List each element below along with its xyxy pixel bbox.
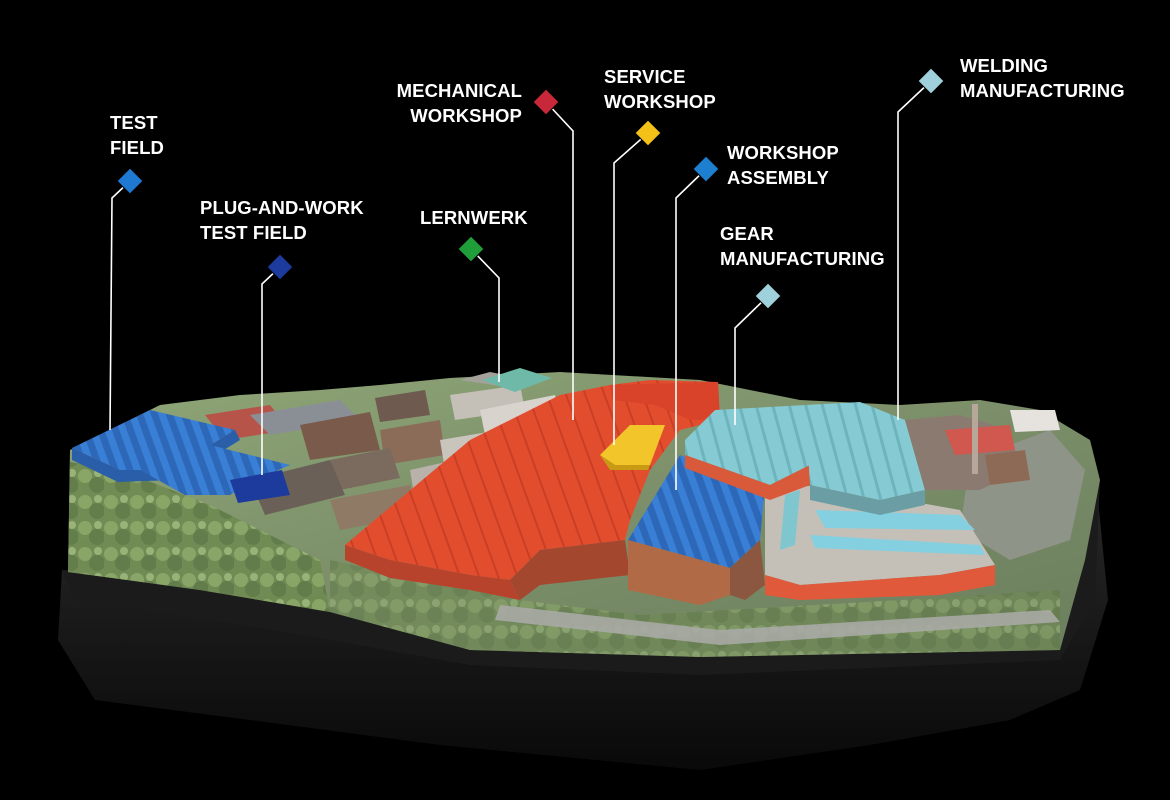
marker-test-field-icon [116,167,144,195]
marker-service-workshop-icon [634,119,662,147]
leader-lernwerk [470,248,500,382]
industrial-yard [905,404,1060,490]
label-welding-manufacturing: WELDING MANUFACTURING [960,53,1125,103]
marker-gear-manufacturing-icon [754,282,782,310]
gear-welding-zone [685,402,925,515]
label-workshop-assembly-line-1: WORKSHOP [727,142,839,163]
marker-plug-and-work-test-field-icon [266,253,294,281]
label-gear-manufacturing-line-1: GEAR [720,223,774,244]
label-welding-manufacturing-line-2: MANUFACTURING [960,80,1125,101]
label-service-workshop-line-1: SERVICE [604,66,686,87]
label-test-field-line-1: TEST [110,112,158,133]
grey-hall [765,485,995,600]
label-service-workshop: SERVICE WORKSHOP [604,64,716,114]
label-workshop-assembly-line-2: ASSEMBLY [727,167,829,188]
terrain-base [58,460,1108,770]
label-lernwerk-line-1: LERNWERK [420,207,528,228]
leader-welding-manufacturing [897,80,932,420]
label-service-workshop-line-2: WORKSHOP [604,91,716,112]
label-gear-manufacturing: GEAR MANUFACTURING [720,221,885,271]
marker-mechanical-workshop-icon [532,88,560,116]
leader-service-workshop [613,132,649,445]
service-workshop-zone [600,425,665,470]
label-mechanical-workshop: MECHANICAL WORKSHOP [387,78,522,128]
label-plug-and-work-line-1: PLUG-AND-WORK [200,197,364,218]
label-welding-manufacturing-line-1: WELDING [960,55,1049,76]
label-gear-manufacturing-line-2: MANUFACTURING [720,248,885,269]
leader-gear-manufacturing [734,295,769,425]
label-plug-and-work-test-field: PLUG-AND-WORK TEST FIELD [200,195,364,245]
plug-and-work-zone [140,445,290,503]
label-plug-and-work-line-2: TEST FIELD [200,222,307,243]
leader-workshop-assembly [675,168,707,490]
label-mechanical-workshop-line-1: MECHANICAL [396,80,522,101]
leader-mechanical-workshop [545,101,574,420]
leader-lines [109,80,932,490]
label-lernwerk: LERNWERK [420,205,528,230]
lernwerk-zone [482,368,552,392]
diamond-markers [116,67,945,310]
label-workshop-assembly: WORKSHOP ASSEMBLY [727,140,839,190]
leader-test-field [109,180,131,431]
marker-lernwerk-icon [457,235,485,263]
label-test-field: TEST FIELD [110,110,164,160]
label-mechanical-workshop-line-2: WORKSHOP [410,105,522,126]
marker-welding-manufacturing-icon [917,67,945,95]
label-test-field-line-2: FIELD [110,137,164,158]
marker-workshop-assembly-icon [692,155,720,183]
